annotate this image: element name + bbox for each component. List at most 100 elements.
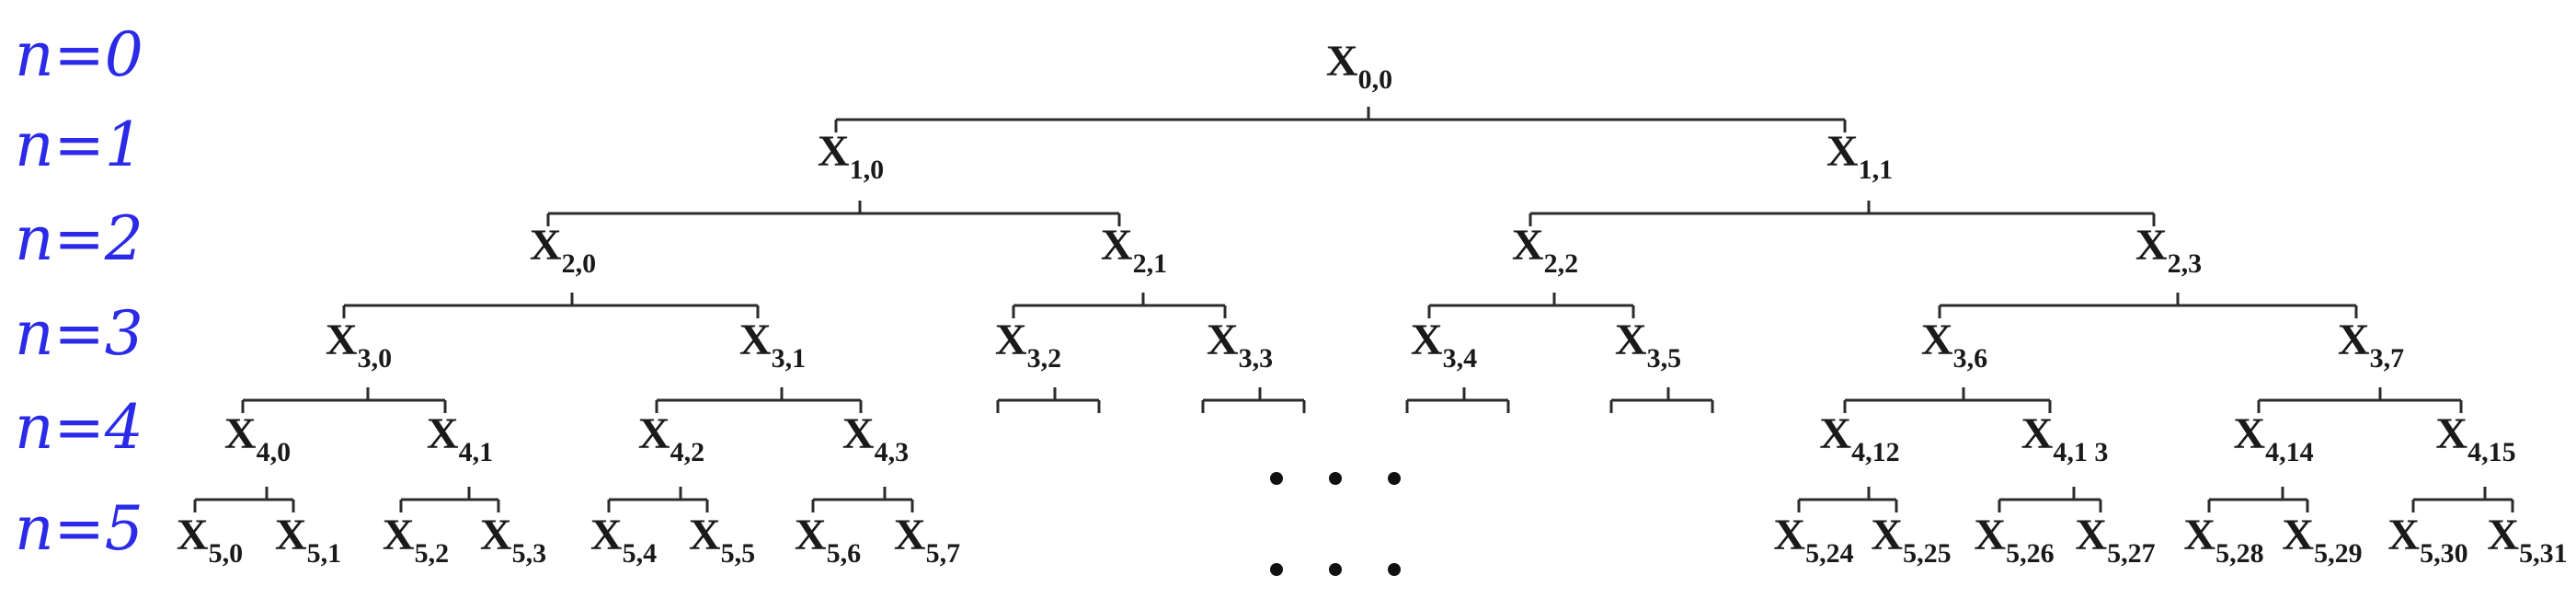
tree-node: X3,0	[326, 316, 392, 374]
node-subscript: 5,4	[623, 538, 658, 569]
node-symbol: X	[590, 511, 623, 559]
tree-node: X2,2	[1512, 221, 1578, 279]
node-symbol: X	[1101, 221, 1133, 270]
tree-node: X3,5	[1615, 316, 1681, 374]
node-subscript: 3,3	[1239, 343, 1274, 374]
node-symbol: X	[530, 221, 562, 270]
level-label: n=4	[15, 392, 143, 463]
node-subscript: 5,28	[2215, 538, 2264, 569]
tree-node: X3,6	[1921, 316, 1987, 374]
node-subscript: 3,4	[1443, 343, 1478, 374]
tree-node: X4,12	[1819, 409, 1899, 467]
node-symbol: X	[480, 511, 512, 559]
tree-node: X4,1	[427, 409, 493, 467]
node-subscript: 5,27	[2107, 538, 2156, 569]
node-symbol: X	[739, 316, 772, 364]
tree-node: X3,1	[739, 316, 806, 374]
node-subscript: 5,26	[2006, 538, 2055, 569]
node-symbol: X	[383, 511, 415, 559]
node-symbol: X	[177, 511, 209, 559]
node-symbol: X	[2487, 511, 2519, 559]
tree-node: X2,1	[1101, 221, 1167, 279]
tree-node: X5,1	[275, 511, 341, 569]
tree-node: X1,0	[818, 127, 884, 185]
node-symbol: X	[1921, 316, 1953, 364]
node-symbol: X	[2135, 221, 2168, 270]
node-symbol: X	[1512, 221, 1544, 270]
node-subscript: 4,0	[257, 437, 292, 467]
tree-node: X3,7	[2338, 316, 2404, 374]
tree-node: X5,3	[480, 511, 546, 569]
tree-node: X5,4	[590, 511, 657, 569]
tree-node: X5,29	[2282, 511, 2362, 569]
node-symbol: X	[275, 511, 307, 559]
node-symbol: X	[689, 511, 721, 559]
node-subscript: 5,5	[721, 538, 756, 569]
node-symbol: X	[2183, 511, 2215, 559]
level-label: n=5	[15, 493, 143, 564]
tree-node: X3,4	[1411, 316, 1477, 374]
tree-edges	[193, 107, 2514, 512]
tree-node: X2,3	[2135, 221, 2202, 279]
tree-node: X5,25	[1871, 511, 1951, 569]
node-subscript: 4,15	[2467, 437, 2516, 467]
node-symbol: X	[224, 409, 257, 458]
tree-node: X5,5	[689, 511, 755, 569]
node-subscript: 3,7	[2370, 343, 2405, 374]
node-subscript: 4,1 3	[2053, 437, 2108, 467]
node-symbol: X	[1826, 127, 1859, 176]
level-label: n=3	[15, 298, 143, 369]
node-symbol: X	[995, 316, 1027, 364]
node-symbol: X	[326, 316, 358, 364]
node-subscript: 2,2	[1544, 248, 1579, 279]
tree-node: X4,1 3	[2021, 409, 2109, 467]
node-subscript: 5,7	[926, 538, 961, 569]
tree-node: X3,3	[1207, 316, 1273, 374]
node-subscript: 3,1	[772, 343, 807, 374]
node-symbol: X	[427, 409, 459, 458]
tree-node: X2,0	[530, 221, 596, 279]
node-subscript: 1,1	[1859, 155, 1894, 185]
ellipsis-dot	[1329, 563, 1342, 576]
tree-node: X5,7	[894, 511, 960, 569]
node-subscript: 5,31	[2519, 538, 2568, 569]
node-subscript: 1,0	[850, 155, 885, 185]
node-subscript: 3,6	[1953, 343, 1988, 374]
node-subscript: 5,24	[1805, 538, 1854, 569]
node-symbol: X	[1773, 511, 1805, 559]
node-subscript: 4,2	[670, 437, 705, 467]
node-subscript: 5,25	[1903, 538, 1952, 569]
tree-node: X5,31	[2487, 511, 2567, 569]
tree-node: X5,24	[1773, 511, 1853, 569]
node-subscript: 2,0	[562, 248, 597, 279]
level-labels: n=0n=1n=2n=3n=4n=5	[15, 19, 143, 564]
node-symbol: X	[2075, 511, 2107, 559]
node-symbol: X	[1871, 511, 1903, 559]
tree-node: X5,28	[2183, 511, 2263, 569]
ellipsis-dot	[1388, 472, 1401, 485]
node-subscript: 5,30	[2420, 538, 2468, 569]
node-symbol: X	[2282, 511, 2314, 559]
node-subscript: 5,0	[209, 538, 244, 569]
node-subscript: 3,0	[358, 343, 393, 374]
ellipsis-dot	[1329, 472, 1342, 485]
node-symbol: X	[795, 511, 827, 559]
tree-node: X4,15	[2435, 409, 2515, 467]
node-subscript: 4,1	[459, 437, 494, 467]
node-symbol: X	[1207, 316, 1239, 364]
node-symbol: X	[638, 409, 670, 458]
ellipsis-dot	[1270, 563, 1283, 576]
node-subscript: 5,3	[512, 538, 547, 569]
node-subscript: 0,0	[1358, 64, 1393, 95]
ellipsis-dot	[1270, 472, 1283, 485]
tree-node: X4,0	[224, 409, 291, 467]
node-symbol: X	[1819, 409, 1851, 458]
tree-node: X5,27	[2075, 511, 2155, 569]
level-label: n=0	[15, 19, 143, 90]
node-subscript: 5,1	[307, 538, 342, 569]
node-symbol: X	[2021, 409, 2054, 458]
level-label: n=1	[15, 109, 143, 180]
node-subscript: 4,3	[875, 437, 910, 467]
